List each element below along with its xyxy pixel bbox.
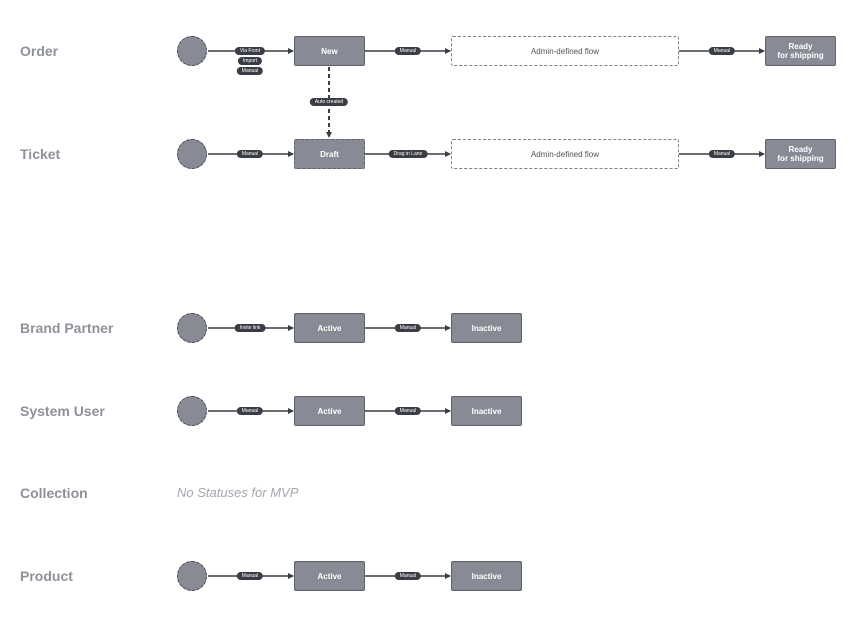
order-admin-flow[interactable]: Admin-defined flow [451, 36, 679, 66]
order-node-new[interactable]: New [294, 36, 365, 66]
ticket-node-ready-for-shipping[interactable]: Ready for shipping [765, 139, 836, 169]
order-trigger-import: Import [237, 57, 263, 65]
ticket-label: Ticket [20, 146, 61, 162]
product-node-inactive[interactable]: Inactive [451, 561, 522, 591]
order-edge-new-flow: Manual [394, 47, 422, 55]
order-edge-flow-ready: Manual [708, 47, 736, 55]
system-user-label: System User [20, 403, 105, 419]
brand-partner-label: Brand Partner [20, 320, 114, 336]
collection-label: Collection [20, 485, 88, 501]
ticket-edge-flow-ready: Manual [708, 150, 736, 158]
order-node-ready-for-shipping[interactable]: Ready for shipping [765, 36, 836, 66]
system-user-edge-manual: Manual [394, 407, 422, 415]
product-trigger-manual: Manual [236, 572, 264, 580]
ticket-edge-drag-in-lane: Drag in Lane [388, 150, 428, 158]
product-edge-manual: Manual [394, 572, 422, 580]
brand-partner-node-inactive[interactable]: Inactive [451, 313, 522, 343]
brand-partner-edge-manual: Manual [394, 324, 422, 332]
order-trigger-via-front: Via Front [234, 47, 266, 55]
ticket-start-node[interactable] [177, 139, 207, 169]
collection-note: No Statuses for MVP [177, 485, 299, 500]
system-user-start-node[interactable] [177, 396, 207, 426]
order-label: Order [20, 43, 59, 59]
system-user-node-inactive[interactable]: Inactive [451, 396, 522, 426]
ticket-node-draft[interactable]: Draft [294, 139, 365, 169]
auto-created-badge: Auto created [309, 98, 349, 106]
brand-partner-trigger-invite-link: Invite link [234, 324, 266, 332]
product-node-active[interactable]: Active [294, 561, 365, 591]
order-trigger-manual: Manual [236, 67, 264, 75]
ticket-trigger-manual: Manual [236, 150, 264, 158]
order-start-node[interactable] [177, 36, 207, 66]
brand-partner-start-node[interactable] [177, 313, 207, 343]
product-label: Product [20, 568, 73, 584]
ticket-admin-flow[interactable]: Admin-defined flow [451, 139, 679, 169]
system-user-node-active[interactable]: Active [294, 396, 365, 426]
product-start-node[interactable] [177, 561, 207, 591]
system-user-trigger-manual: Manual [236, 407, 264, 415]
brand-partner-node-active[interactable]: Active [294, 313, 365, 343]
